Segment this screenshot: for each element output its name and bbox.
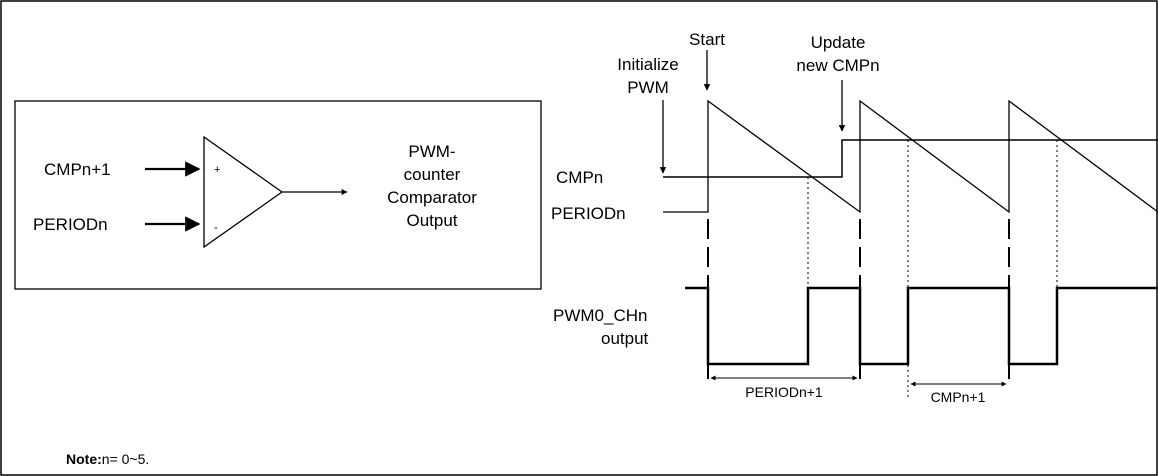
note: Note:n= 0~5. (66, 451, 149, 467)
compare-markers (807, 140, 1058, 398)
note-text: n= 0~5. (102, 451, 150, 467)
counter-sawtooth (663, 99, 1158, 214)
pwm-output-label-2: output (601, 329, 649, 348)
input-cmpn1-label: CMPn+1 (44, 160, 111, 179)
timing-diagram: Start Initialize PWM Update new CMPn CMP… (551, 30, 1158, 405)
pwm-output-waveform (685, 286, 1158, 366)
comparator-block: + - CMPn+1 PERIODn PWM- counter Comparat… (14, 100, 542, 290)
plus-sign: + (214, 164, 220, 176)
output-line-2: counter (404, 165, 461, 184)
period-measure-label: PERIODn+1 (745, 384, 823, 400)
note-bold: Note: (66, 451, 102, 467)
initialize-label-2: PWM (627, 78, 669, 97)
comparator-box (14, 100, 542, 290)
input-periodn-label: PERIODn (33, 215, 108, 234)
pwm-output-label-1: PWM0_CHn (553, 306, 647, 325)
periodn-label: PERIODn (551, 204, 626, 223)
output-line-4: Output (406, 211, 457, 230)
cmpn-waveform (663, 139, 1158, 178)
start-label: Start (689, 30, 725, 49)
initialize-label-1: Initialize (617, 55, 678, 74)
cmpn-label: CMPn (556, 168, 603, 187)
output-line-1: PWM- (408, 142, 455, 161)
period-markers (707, 219, 1010, 380)
minus-sign: - (214, 222, 218, 234)
comparator-output-label: PWM- counter Comparator Output (387, 142, 477, 230)
comparator-symbol (203, 135, 284, 249)
update-label-1: Update (811, 33, 866, 52)
output-line-3: Comparator (387, 188, 477, 207)
cmp-measure-label: CMPn+1 (931, 389, 986, 405)
update-label-2: new CMPn (796, 56, 879, 75)
